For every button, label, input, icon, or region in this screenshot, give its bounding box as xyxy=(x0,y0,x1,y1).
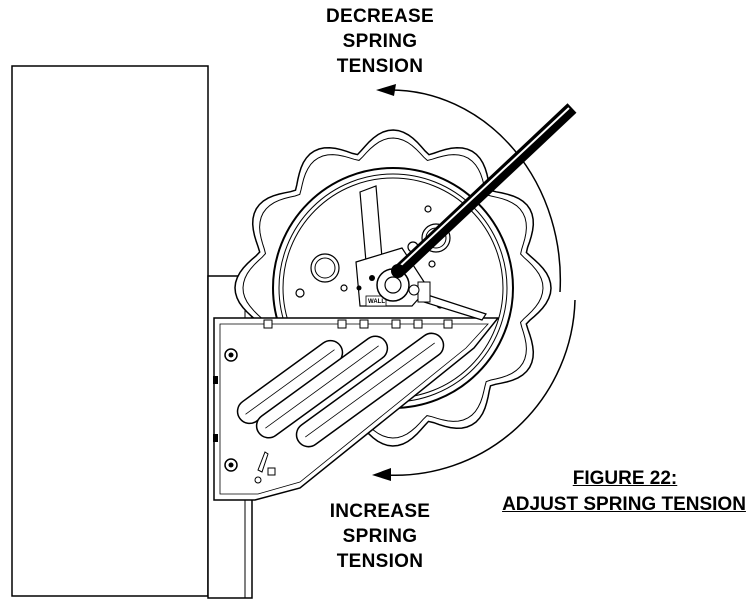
wall-mark: WALL xyxy=(368,299,385,305)
decrease-line-3: TENSION xyxy=(336,56,424,77)
increase-line-2: SPRING xyxy=(342,526,418,547)
decrease-tension-label: DECREASE SPRING TENSION xyxy=(300,4,460,79)
reel-hole xyxy=(295,288,305,298)
reel-hole xyxy=(424,205,432,213)
wall-post xyxy=(11,65,209,597)
bracket-slots xyxy=(236,332,445,448)
increase-tension-arrow xyxy=(384,299,576,477)
tension-rod xyxy=(391,103,577,278)
sprocket-inner-edge xyxy=(242,137,544,439)
increase-line-1: INCREASE xyxy=(329,501,431,522)
reel-hole xyxy=(428,260,436,268)
decrease-line-1: DECREASE xyxy=(326,6,434,27)
decrease-arrowhead xyxy=(376,84,396,96)
decrease-line-2: SPRING xyxy=(342,31,418,52)
increase-tension-label: INCREASE SPRING TENSION xyxy=(300,499,460,574)
reel-hole xyxy=(340,284,348,292)
increase-arrowhead xyxy=(372,468,391,481)
reel-hole-inner xyxy=(314,257,336,279)
decrease-tension-arrow xyxy=(389,89,562,293)
figure-number: FIGURE 22: xyxy=(572,468,678,489)
figure-caption: ADJUST SPRING TENSION xyxy=(502,494,746,515)
increase-line-3: TENSION xyxy=(336,551,424,572)
